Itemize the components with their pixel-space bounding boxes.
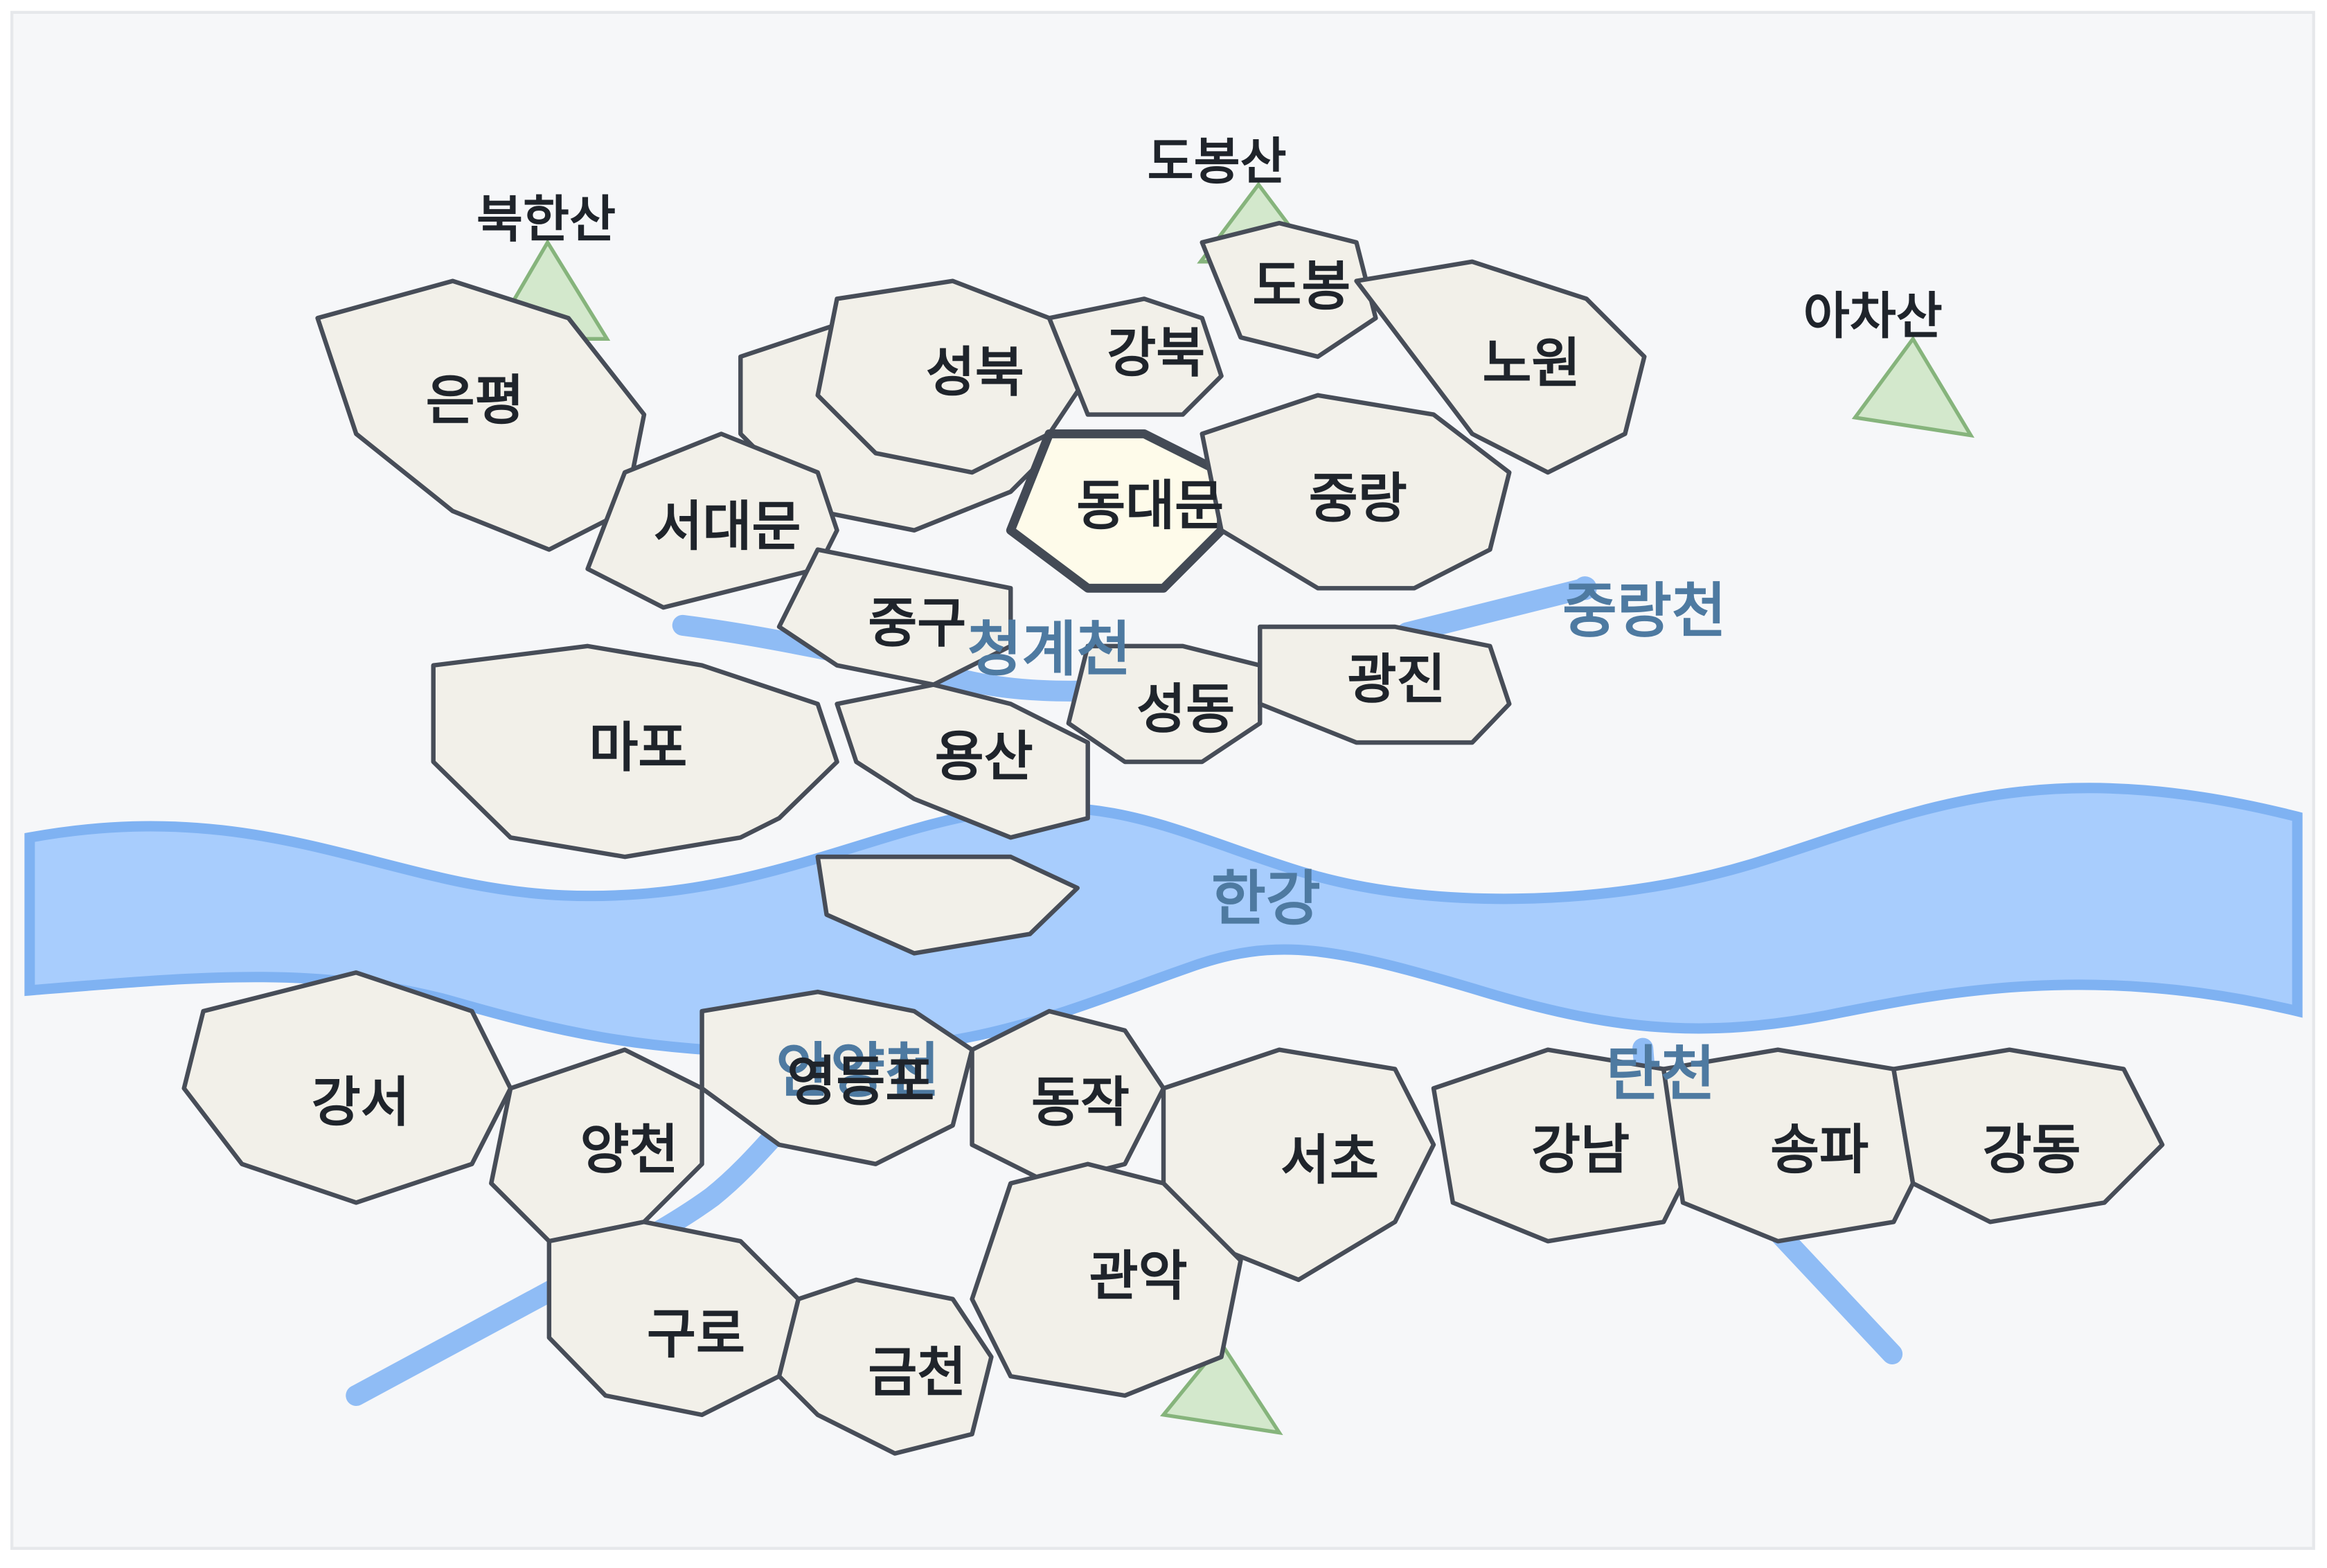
stream-tancheon-north: [1632, 1037, 1655, 1077]
district-label-yangcheon: 양천: [580, 1119, 679, 1182]
district-label-junggu: 중구: [868, 592, 966, 654]
district-gangseo[interactable]: [181, 970, 513, 1205]
mountain-achasan: [1851, 335, 1974, 438]
district-label-mapo: 마포: [589, 717, 687, 779]
district-geumcheon[interactable]: [776, 1277, 994, 1456]
district-gangdong[interactable]: [1891, 1047, 2165, 1224]
district-island[interactable]: [815, 854, 1080, 956]
district-label-gwangjin: 광진: [1347, 648, 1445, 711]
district-mapo[interactable]: [431, 643, 839, 859]
district-songpa[interactable]: [1661, 1047, 1916, 1244]
district-yongsan[interactable]: [835, 682, 1090, 840]
district-label-jungnang: 중랑: [1309, 467, 1407, 530]
district-seongdong[interactable]: [1066, 643, 1263, 765]
district-label-dongjak: 동작: [1031, 1071, 1130, 1134]
water-label-hangang: 한강: [1211, 864, 1321, 934]
district-dongdaemun[interactable]: [1006, 429, 1226, 593]
district-nowon[interactable]: [1354, 259, 1647, 475]
district-label-dongdaemun: 동대문: [1076, 475, 1224, 537]
district-label-gangnam: 강남: [1531, 1119, 1630, 1182]
district-label-gangdong: 강동: [1983, 1119, 2081, 1182]
stream-jungnangcheon-end: [1573, 576, 1597, 600]
district-label-yongsan: 용산: [935, 726, 1033, 788]
district-jungnang[interactable]: [1200, 393, 1512, 591]
mountain-label-bukhansan: 북한산: [476, 190, 616, 249]
district-label-yeongdeungpo: 영등포: [787, 1051, 934, 1113]
district-label-seongdong: 성동: [1136, 678, 1235, 740]
district-label-gangbuk: 강북: [1107, 322, 1205, 384]
mountain-label-achasan: 아차산: [1803, 287, 1943, 346]
water-label-cheonggyecheon: 청계천: [968, 615, 1132, 684]
district-dobong[interactable]: [1200, 220, 1378, 359]
district-yangcheon[interactable]: [489, 1047, 704, 1244]
district-label-nowon: 노원: [1482, 332, 1580, 395]
district-label-geumcheon: 금천: [868, 1342, 966, 1404]
district-label-songpa: 송파: [1770, 1119, 1869, 1182]
district-gangbuk[interactable]: [1046, 296, 1224, 417]
water-label-jungnangcheon: 중랑천: [1562, 576, 1727, 645]
district-label-eunpyeong: 은평: [426, 370, 524, 432]
district-label-gangseo: 강서: [312, 1071, 410, 1134]
district-yeongdeungpo[interactable]: [699, 989, 974, 1166]
mountain-label-dobongsan: 도봉산: [1148, 133, 1287, 192]
district-label-gwanak: 관악: [1089, 1245, 1188, 1308]
district-gwanak[interactable]: [970, 1161, 1243, 1398]
stream-jungnangcheon: [1396, 578, 1596, 643]
district-label-guro: 구로: [647, 1303, 745, 1365]
water-label-tancheon: 탄천: [1606, 1040, 1715, 1109]
district-label-seodaemun: 서대문: [654, 496, 801, 558]
stream-tancheon: [1770, 1224, 1903, 1364]
district-label-dobong: 도봉: [1252, 256, 1350, 318]
water-label-anyangcheon: 안양천: [776, 1037, 940, 1106]
district-dongjak[interactable]: [970, 1008, 1166, 1186]
mountain-gwanaksan: [1159, 1340, 1283, 1436]
district-gangnam[interactable]: [1431, 1047, 1686, 1244]
district-gwangjin[interactable]: [1258, 624, 1512, 745]
district-label-seocho: 서초: [1281, 1130, 1379, 1192]
district-label-seongbuk: 성북: [926, 341, 1024, 404]
